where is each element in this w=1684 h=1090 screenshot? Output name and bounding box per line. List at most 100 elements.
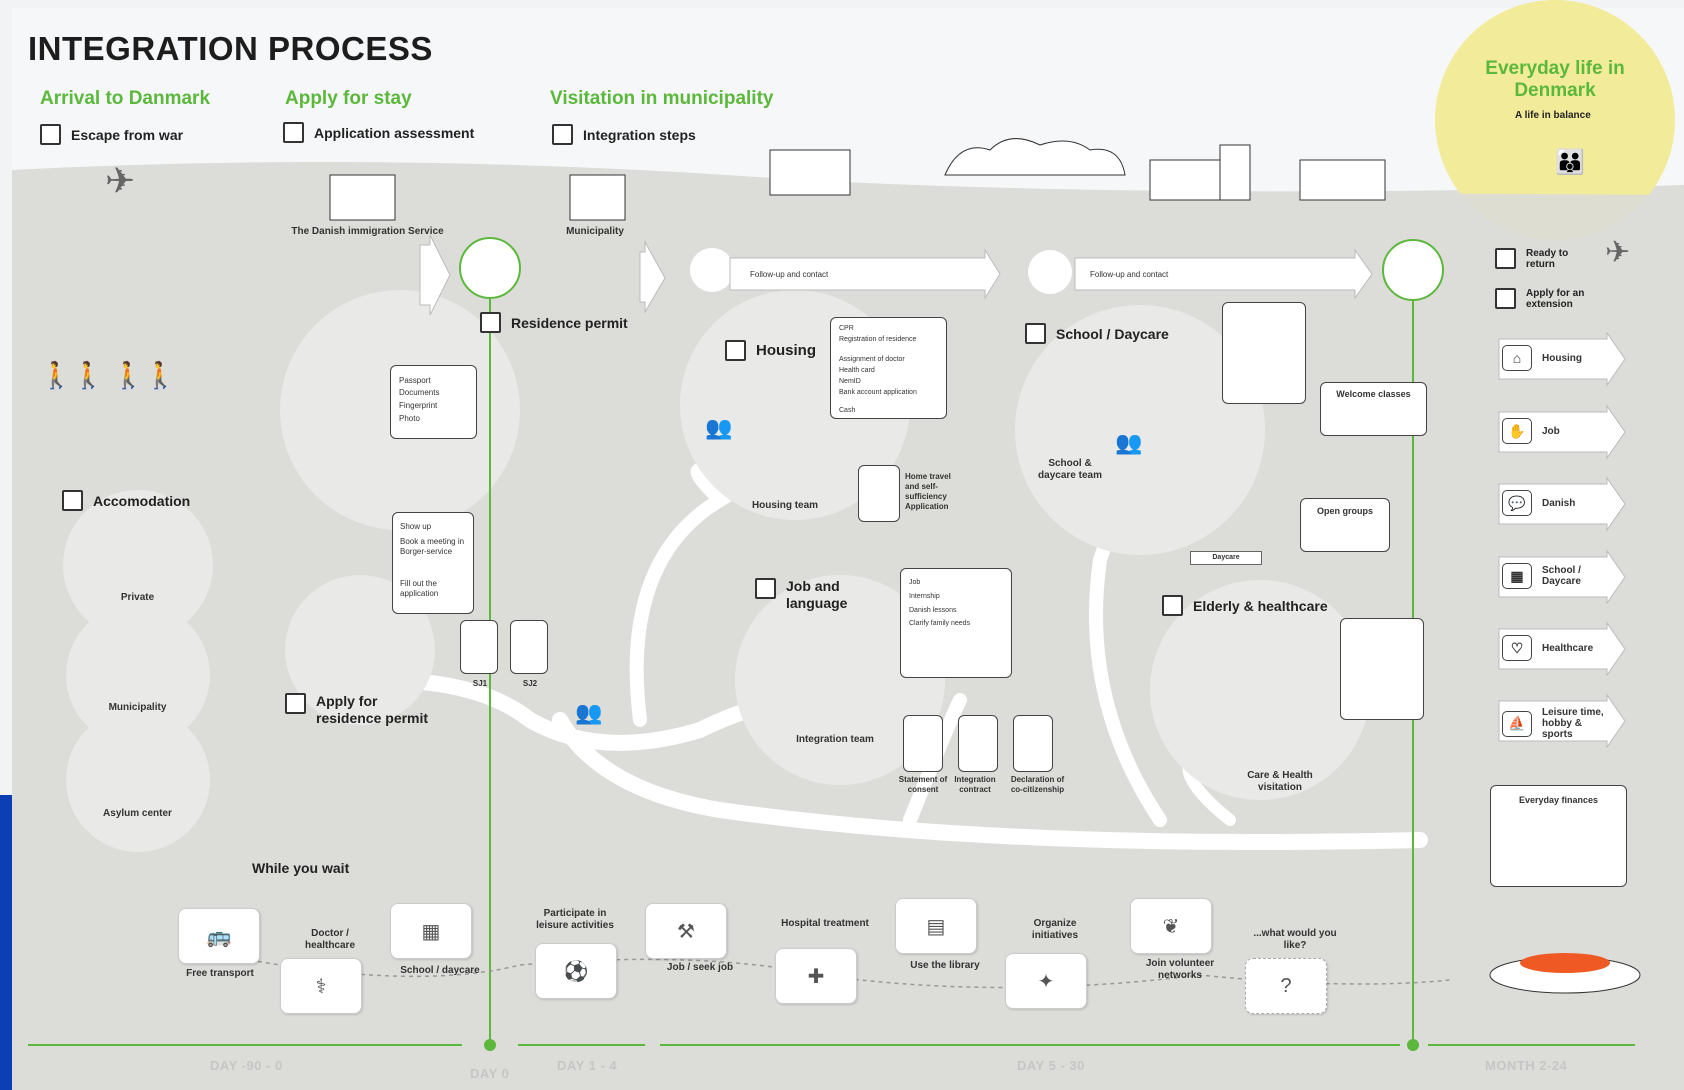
checkbox-school-daycare[interactable]: School / Daycare <box>1025 323 1169 344</box>
document-statement <box>903 715 943 772</box>
right-column-label: School / Daycare <box>1542 565 1581 587</box>
checkbox-box[interactable] <box>552 124 573 145</box>
checkbox-box[interactable] <box>755 578 776 599</box>
document-home-travel <box>858 465 900 522</box>
people-icon: 👥 <box>1115 430 1143 455</box>
wait-activity-card[interactable]: ❦ <box>1130 898 1212 954</box>
people-icon: 👥 <box>705 415 733 440</box>
right-column-item[interactable]: ✋Job <box>1498 404 1626 460</box>
document-contract <box>958 715 998 772</box>
checkbox-box[interactable] <box>285 693 306 714</box>
wait-activity-card[interactable]: ⚽ <box>535 943 617 999</box>
heart-icon: ♡ <box>1502 635 1532 661</box>
checklist-item: Danish lessons <box>909 607 957 614</box>
airplane-icon: ✈ <box>1605 236 1631 269</box>
checklist-item: NemID <box>839 378 861 385</box>
right-column-item[interactable]: ⛵Leisure time, hobby & sports <box>1498 693 1626 749</box>
right-column-item[interactable]: 💬 Danish <box>1498 476 1626 532</box>
checklist-item: Fingerprint <box>399 401 438 410</box>
wait-activity-card[interactable]: ▤ <box>895 898 977 954</box>
checklist-item: Assignment of doctor <box>839 356 905 363</box>
checkbox-label: Escape from war <box>71 126 184 143</box>
checkbox-apply-extension[interactable]: Apply for an extension <box>1495 288 1601 310</box>
wait-activity-label: Organize initiatives <box>1031 918 1079 941</box>
school-team-label: School & daycare team <box>1038 458 1102 481</box>
checkbox-application[interactable]: Application assessment <box>283 122 474 143</box>
sj1-label: SJ1 <box>472 679 488 688</box>
timeline-label: DAY 1 - 4 <box>557 1058 618 1073</box>
finances-card: Everyday finances <box>1490 785 1627 887</box>
timeline-label: DAY 0 <box>470 1066 510 1081</box>
wait-activity-label: Doctor / healthcare <box>304 928 356 951</box>
checkbox-box[interactable] <box>1495 248 1516 269</box>
wait-activity-card[interactable]: ⚒ <box>645 903 727 959</box>
checkbox-label: School / Daycare <box>1056 325 1169 342</box>
checkbox-escape[interactable]: Escape from war <box>40 124 183 145</box>
wait-activity-label: Job / seek job <box>666 962 734 973</box>
follow-up-label: Follow-up and contact <box>750 270 829 279</box>
checkbox-elderly[interactable]: Elderly & healthcare <box>1162 595 1328 616</box>
checkbox-box[interactable] <box>1025 323 1046 344</box>
checkbox-box[interactable] <box>62 490 83 511</box>
checkbox-accomodation[interactable]: Accomodation <box>62 490 190 511</box>
checklist-item: CPR <box>839 325 854 332</box>
phase-everyday-subtitle: A life in balance <box>1515 110 1591 121</box>
timeline-label: DAY 5 - 30 <box>1017 1058 1085 1073</box>
integration-team-label: Integration team <box>796 734 874 745</box>
checklist-item: Photo <box>399 414 420 423</box>
people-icon: 🚶🚶 🚶🚶 <box>40 360 177 390</box>
school-checklist <box>1222 302 1306 404</box>
wait-activity-card[interactable]: ✚ <box>775 948 857 1004</box>
right-column-label: Housing <box>1542 352 1582 364</box>
checkbox-label: Housing <box>756 342 816 359</box>
timeline-label: MONTH 2-24 <box>1485 1058 1568 1073</box>
checkbox-box[interactable] <box>480 312 501 333</box>
wait-activity-label: Use the library <box>910 960 980 971</box>
checkbox-box[interactable] <box>1495 288 1516 309</box>
question-icon: ? <box>1280 974 1292 997</box>
cpr-checklist: CPR Registration of residence Assignment… <box>830 317 947 419</box>
checklist-item: Health card <box>839 367 875 374</box>
checkbox-label: Accomodation <box>93 492 191 509</box>
wait-activity-card[interactable]: ? <box>1245 958 1327 1014</box>
statement-label: Statement of consent <box>898 775 948 794</box>
wait-activity-label: ...what would you like? <box>1253 928 1337 951</box>
while-wait-label: While you wait <box>252 860 350 876</box>
checkbox-apply-residence[interactable]: Apply for residence permit <box>285 693 446 727</box>
checkbox-residence-permit[interactable]: Residence permit <box>480 312 628 333</box>
housing-team-label: Housing team <box>751 500 819 511</box>
job-checklist: Job Internship Danish lessons Clarify fa… <box>900 568 1012 678</box>
checkbox-label: Integration steps <box>583 126 696 143</box>
checkbox-label: Ready to return <box>1526 248 1569 270</box>
checkbox-job-language[interactable]: Job and language <box>755 578 866 612</box>
house-icon: ⌂ <box>1502 345 1532 371</box>
welcome-classes-card: Welcome classes <box>1320 382 1427 436</box>
library-icon: ▤ <box>926 915 946 938</box>
volunteer-icon: ❦ <box>1162 915 1180 938</box>
right-column-item[interactable]: ▦School / Daycare <box>1498 549 1626 605</box>
checkbox-housing[interactable]: Housing <box>725 340 816 361</box>
checkbox-ready-return[interactable]: Ready to return <box>1495 248 1581 270</box>
speech-icon: 💬 <box>1502 490 1532 516</box>
job-icon: ⚒ <box>677 920 695 943</box>
checkbox-box[interactable] <box>283 122 304 143</box>
wait-activity-label: School / daycare <box>400 965 480 976</box>
checkbox-integration-steps[interactable]: Integration steps <box>552 124 696 145</box>
edge-bar <box>0 795 12 1090</box>
family-icon: 👪 <box>1555 149 1585 176</box>
right-column-item[interactable]: ⌂ Housing <box>1498 331 1626 387</box>
right-column-item[interactable]: ♡Healthcare <box>1498 621 1626 677</box>
right-column-label: Job <box>1542 425 1560 437</box>
hospital-icon: ✚ <box>807 965 825 988</box>
checklist-item: Registration of residence <box>839 336 917 343</box>
checkbox-label: Apply for residence permit <box>316 693 429 726</box>
checkbox-box[interactable] <box>725 340 746 361</box>
checkbox-box[interactable] <box>40 124 61 145</box>
checkbox-box[interactable] <box>1162 595 1183 616</box>
wait-activity-card[interactable]: ⚕ <box>280 958 362 1014</box>
wait-activity-card[interactable]: ▦ <box>390 903 472 959</box>
wait-activity-card[interactable]: ✦ <box>1005 953 1087 1009</box>
right-column-label: Danish <box>1542 497 1576 509</box>
care-health-label: Care & Health visitation <box>1247 770 1313 793</box>
wait-activity-card[interactable]: 🚌 <box>178 908 260 964</box>
